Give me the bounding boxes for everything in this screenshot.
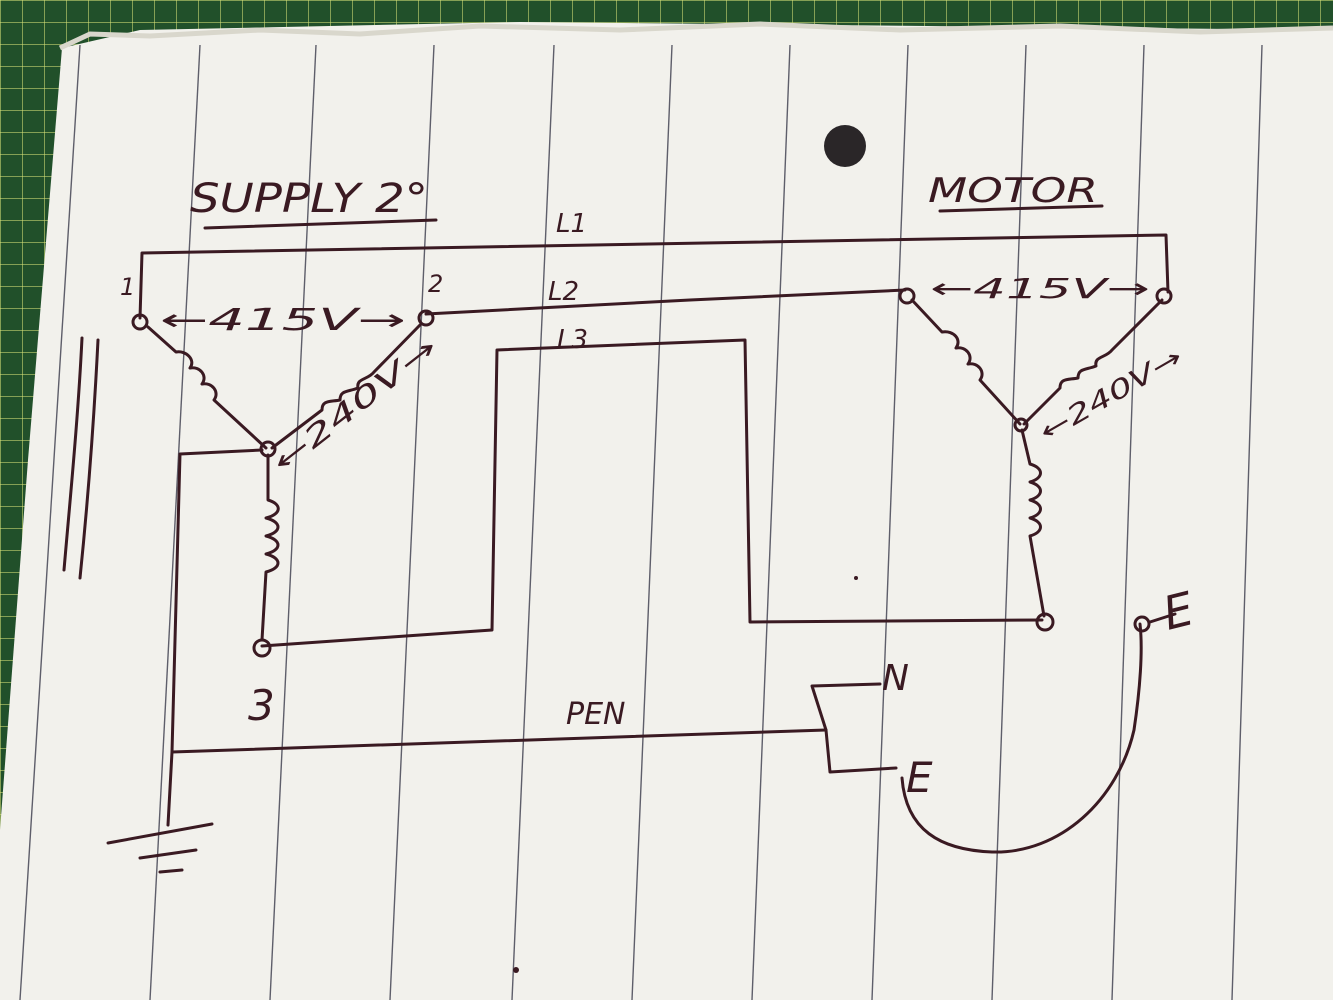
label-pen: PEN <box>566 697 626 732</box>
supply-winding-1 <box>146 325 268 450</box>
margin-mark-2 <box>78 338 100 580</box>
terminal-e-split-label: E <box>906 753 933 802</box>
ruled-line <box>1231 44 1263 1000</box>
motor-terminal-earth <box>1133 615 1151 633</box>
supply-title: SUPPLY 2° <box>190 176 428 222</box>
motor-terminal-l2 <box>898 287 916 305</box>
paper-sheet <box>0 22 1333 1000</box>
earth-symbol <box>106 822 214 874</box>
supply-terminal-2-label: 2 <box>428 270 443 298</box>
ruled-line <box>511 44 555 1000</box>
ruled-line <box>871 44 909 1000</box>
ruled-line <box>991 44 1027 1000</box>
ruled-line <box>1111 44 1145 1000</box>
supply-title-underline <box>203 218 438 230</box>
supply-terminal-2 <box>417 309 435 327</box>
conductor-l1 <box>138 233 1170 320</box>
label-l3: L3 <box>557 325 588 355</box>
conductor-pen <box>170 728 828 754</box>
motor-terminal-l3 <box>1035 612 1055 632</box>
supply-neutral-conductor <box>166 448 264 827</box>
punch-hole <box>824 125 866 167</box>
supply-winding-2 <box>270 323 422 450</box>
motor-title: MOTOR <box>928 171 1098 211</box>
motor-terminal-l1 <box>1155 287 1173 305</box>
conductor-l2 <box>424 288 907 316</box>
ruled-line <box>19 44 81 1000</box>
conductor-l3 <box>260 338 1044 648</box>
supply-line-voltage: ←415V→ <box>160 303 406 338</box>
torn-top-edge <box>58 21 1333 51</box>
ruled-line <box>389 44 435 1000</box>
supply-terminal-1 <box>131 313 149 331</box>
ruled-line <box>751 44 791 1000</box>
motor-earth-stub <box>1148 612 1177 624</box>
ruled-line <box>631 44 673 1000</box>
terminal-n-label: N <box>882 658 909 699</box>
motor-winding-1 <box>910 298 1022 426</box>
ink-speck-1 <box>854 576 858 580</box>
pen-split-bracket <box>810 682 898 774</box>
earth-loop-conductor <box>900 622 1143 854</box>
supply-terminal-3 <box>252 638 272 658</box>
supply-terminal-3-label: 3 <box>248 681 275 730</box>
margin-mark-1 <box>62 336 84 572</box>
ruled-line <box>149 44 201 1000</box>
motor-line-voltage: ←415V→ <box>930 272 1150 305</box>
motor-title-underline <box>938 204 1104 213</box>
ruled-lines <box>19 44 1263 1000</box>
label-l1: L1 <box>556 209 587 239</box>
supply-winding-3 <box>260 453 280 642</box>
motor-winding-3 <box>1020 428 1046 618</box>
ruled-line <box>269 44 317 1000</box>
motor-star-point <box>1013 417 1029 433</box>
label-l2: L2 <box>548 277 579 307</box>
motor-winding-2 <box>1022 298 1164 426</box>
ink-speck-2 <box>513 967 519 973</box>
supply-terminal-1-label: 1 <box>120 273 135 301</box>
